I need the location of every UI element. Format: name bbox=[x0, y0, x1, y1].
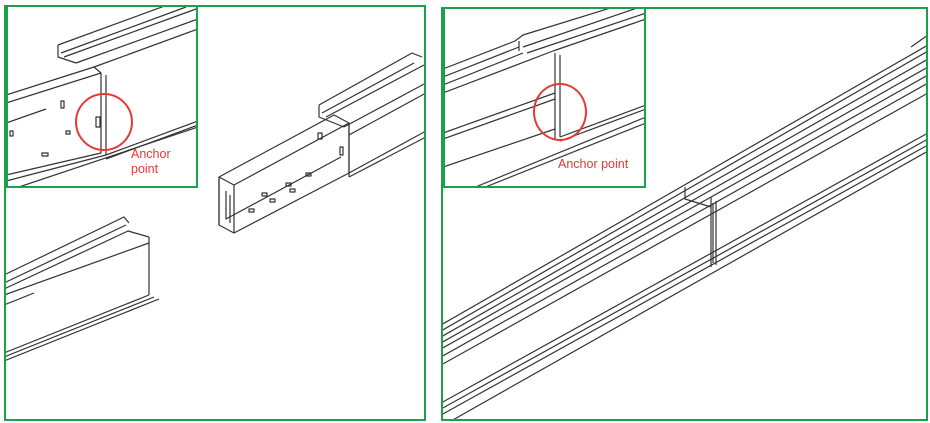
left-panel: Anchor point bbox=[4, 5, 426, 421]
duct-joined bbox=[441, 34, 928, 421]
right-panel: Anchor point bbox=[441, 7, 928, 421]
anchor-point-circle bbox=[533, 83, 587, 141]
right-inset-detail: Anchor point bbox=[443, 7, 646, 188]
duct-lower-left bbox=[4, 216, 160, 362]
anchor-detail-drawing-left bbox=[6, 5, 198, 188]
left-inset-detail: Anchor point bbox=[6, 5, 198, 188]
duct-assembly-drawing-left bbox=[4, 52, 426, 362]
anchor-point-label: Anchor point bbox=[131, 147, 171, 176]
anchor-point-circle bbox=[75, 93, 133, 151]
duct-upper-right bbox=[218, 52, 426, 234]
duct-assembly-drawing-right bbox=[441, 34, 928, 421]
anchor-point-label: Anchor point bbox=[558, 157, 629, 171]
